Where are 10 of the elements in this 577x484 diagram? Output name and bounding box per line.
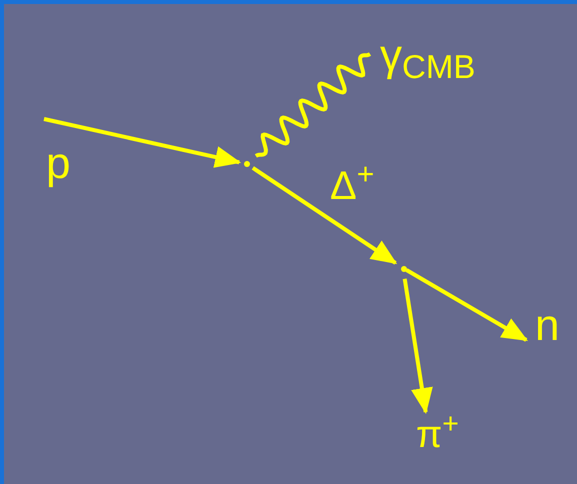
- particle-label: π$^{+}$: [416, 416, 459, 454]
- arrow: [252, 166, 398, 265]
- edge-label: Δ$^{+}$: [330, 166, 374, 206]
- particle-label: p: [46, 142, 70, 186]
- wavy-line: [255, 52, 371, 158]
- particle-label: γ$_{CMB}$: [380, 34, 476, 78]
- arrow: [44, 117, 242, 168]
- particle-label: n: [535, 304, 560, 348]
- arrow: [402, 278, 433, 414]
- arrow: [405, 268, 528, 342]
